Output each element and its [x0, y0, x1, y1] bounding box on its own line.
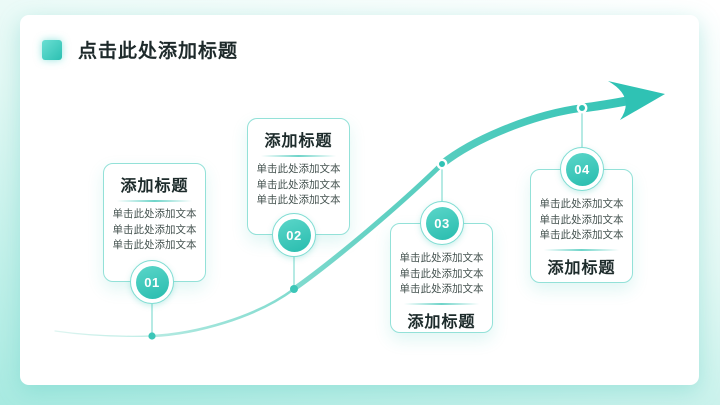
divider: [544, 248, 619, 251]
step-number: 03: [425, 206, 459, 240]
body-line[interactable]: 单击此处添加文本: [539, 229, 624, 241]
body-line[interactable]: 单击此处添加文本: [112, 223, 197, 236]
slide: 点击此处添加标题: [20, 15, 699, 385]
body-line[interactable]: 单击此处添加文本: [539, 198, 624, 210]
body-line[interactable]: 单击此处添加文本: [256, 163, 341, 175]
curve-dot-4: [576, 102, 588, 114]
step-number: 01: [135, 265, 169, 299]
curve-dot-2: [290, 285, 298, 293]
body-line[interactable]: 单击此处添加文本: [256, 194, 341, 206]
curve-dot-1: [148, 332, 156, 340]
step-number-badge-2: 02: [272, 213, 316, 257]
step-body[interactable]: 单击此处添加文本 单击此处添加文本 单击此处添加文本: [540, 197, 624, 244]
step-title-placeholder[interactable]: 添加标题: [547, 259, 616, 277]
divider: [404, 302, 479, 305]
step-title-placeholder[interactable]: 添加标题: [264, 133, 333, 150]
step-body[interactable]: 单击此处添加文本 单击此处添加文本 单击此处添加文本: [257, 162, 341, 209]
divider: [117, 200, 192, 202]
body-line[interactable]: 单击此处添加文本: [112, 239, 197, 251]
step-title-placeholder[interactable]: 添加标题: [120, 178, 189, 195]
step-number: 02: [277, 218, 311, 252]
body-line[interactable]: 单击此处添加文本: [399, 283, 484, 295]
arrowhead-icon: [608, 81, 665, 120]
slide-title-placeholder[interactable]: 点击此处添加标题: [78, 41, 239, 62]
step-number-badge-1: 01: [130, 260, 174, 304]
curve-dot-3: [436, 158, 448, 170]
body-line[interactable]: 单击此处添加文本: [256, 178, 341, 191]
body-line[interactable]: 单击此处添加文本: [399, 252, 484, 264]
body-line[interactable]: 单击此处添加文本: [112, 208, 197, 220]
growth-curve-arrow-icon: [54, 81, 665, 340]
slide-header: 点击此处添加标题: [42, 36, 238, 63]
body-line[interactable]: 单击此处添加文本: [539, 213, 624, 226]
divider: [261, 155, 336, 157]
step-title-placeholder[interactable]: 添加标题: [407, 313, 476, 331]
step-number-badge-4: 04: [560, 147, 604, 191]
step-body[interactable]: 单击此处添加文本 单击此处添加文本 单击此处添加文本: [400, 251, 484, 298]
step-body[interactable]: 单击此处添加文本 单击此处添加文本 单击此处添加文本: [113, 207, 197, 254]
square-bullet-icon: [42, 39, 62, 60]
step-number: 04: [565, 152, 599, 186]
connector-lines: [151, 108, 583, 336]
body-line[interactable]: 单击此处添加文本: [399, 267, 484, 280]
step-number-badge-3: 03: [420, 201, 464, 245]
